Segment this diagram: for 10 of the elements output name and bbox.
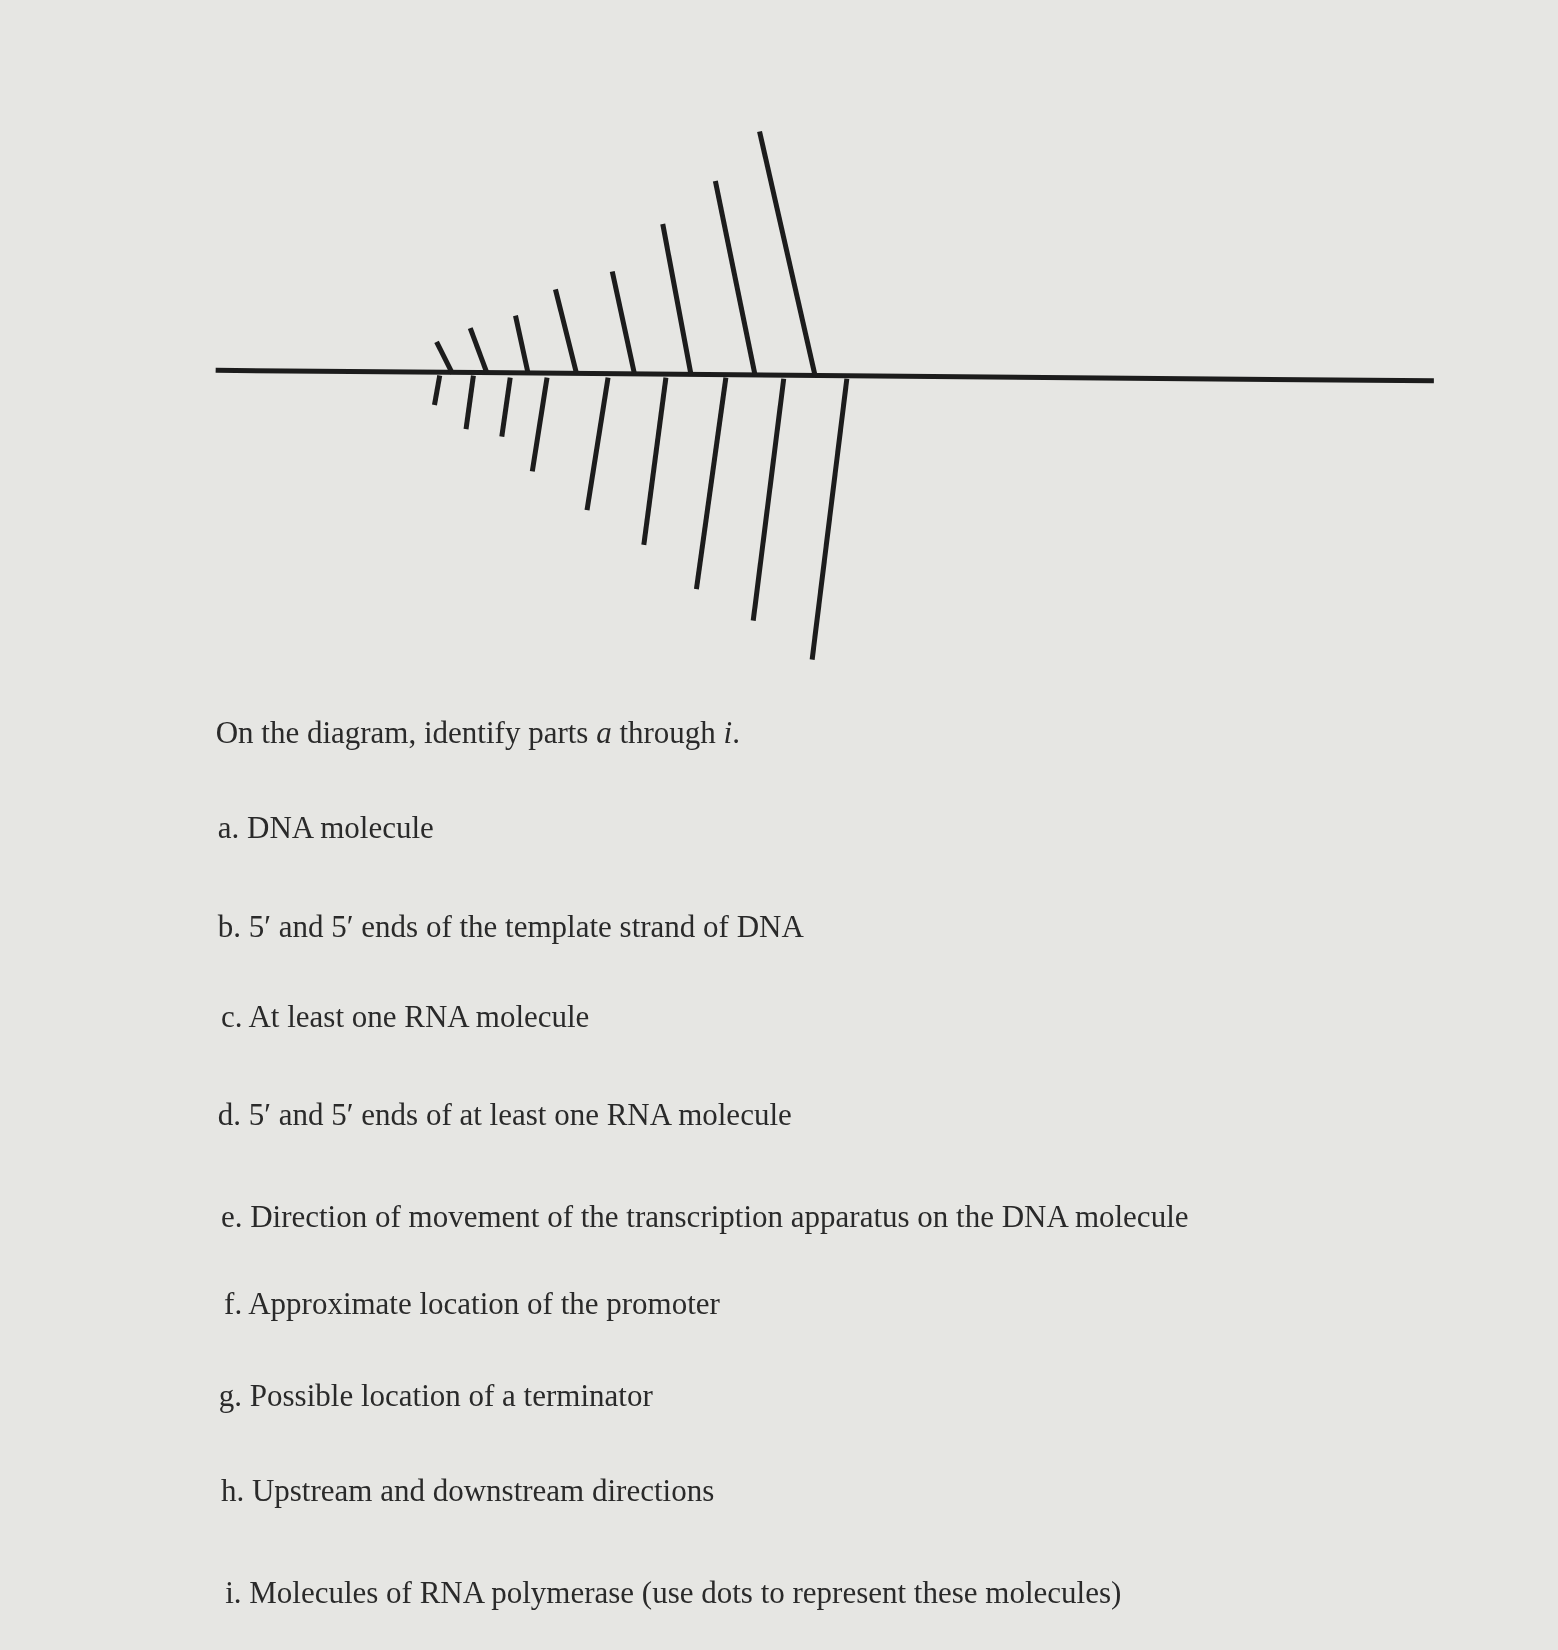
- question-item: b. 5′ and 5′ ends of the template strand of DNA: [217, 908, 804, 945]
- question-item: f. Approximate location of the promoter: [224, 1285, 720, 1322]
- question-item: c. At least one RNA molecule: [220, 999, 590, 1036]
- question-item: g. Possible location of a terminator: [218, 1378, 653, 1415]
- question-item: d. 5′ and 5′ ends of at least one RNA molecule: [217, 1097, 792, 1134]
- question-item: e. Direction of movement of the transcription apparatus on the DNA molecule: [220, 1199, 1189, 1236]
- question-item: i. Molecules of RNA polymerase (use dots to represent these molecules): [225, 1574, 1122, 1611]
- instruction-text: On the diagram, identify parts a through i.: [215, 715, 740, 752]
- question-item: h. Upstream and downstream directions: [220, 1472, 715, 1509]
- question-item: a. DNA molecule: [217, 810, 434, 847]
